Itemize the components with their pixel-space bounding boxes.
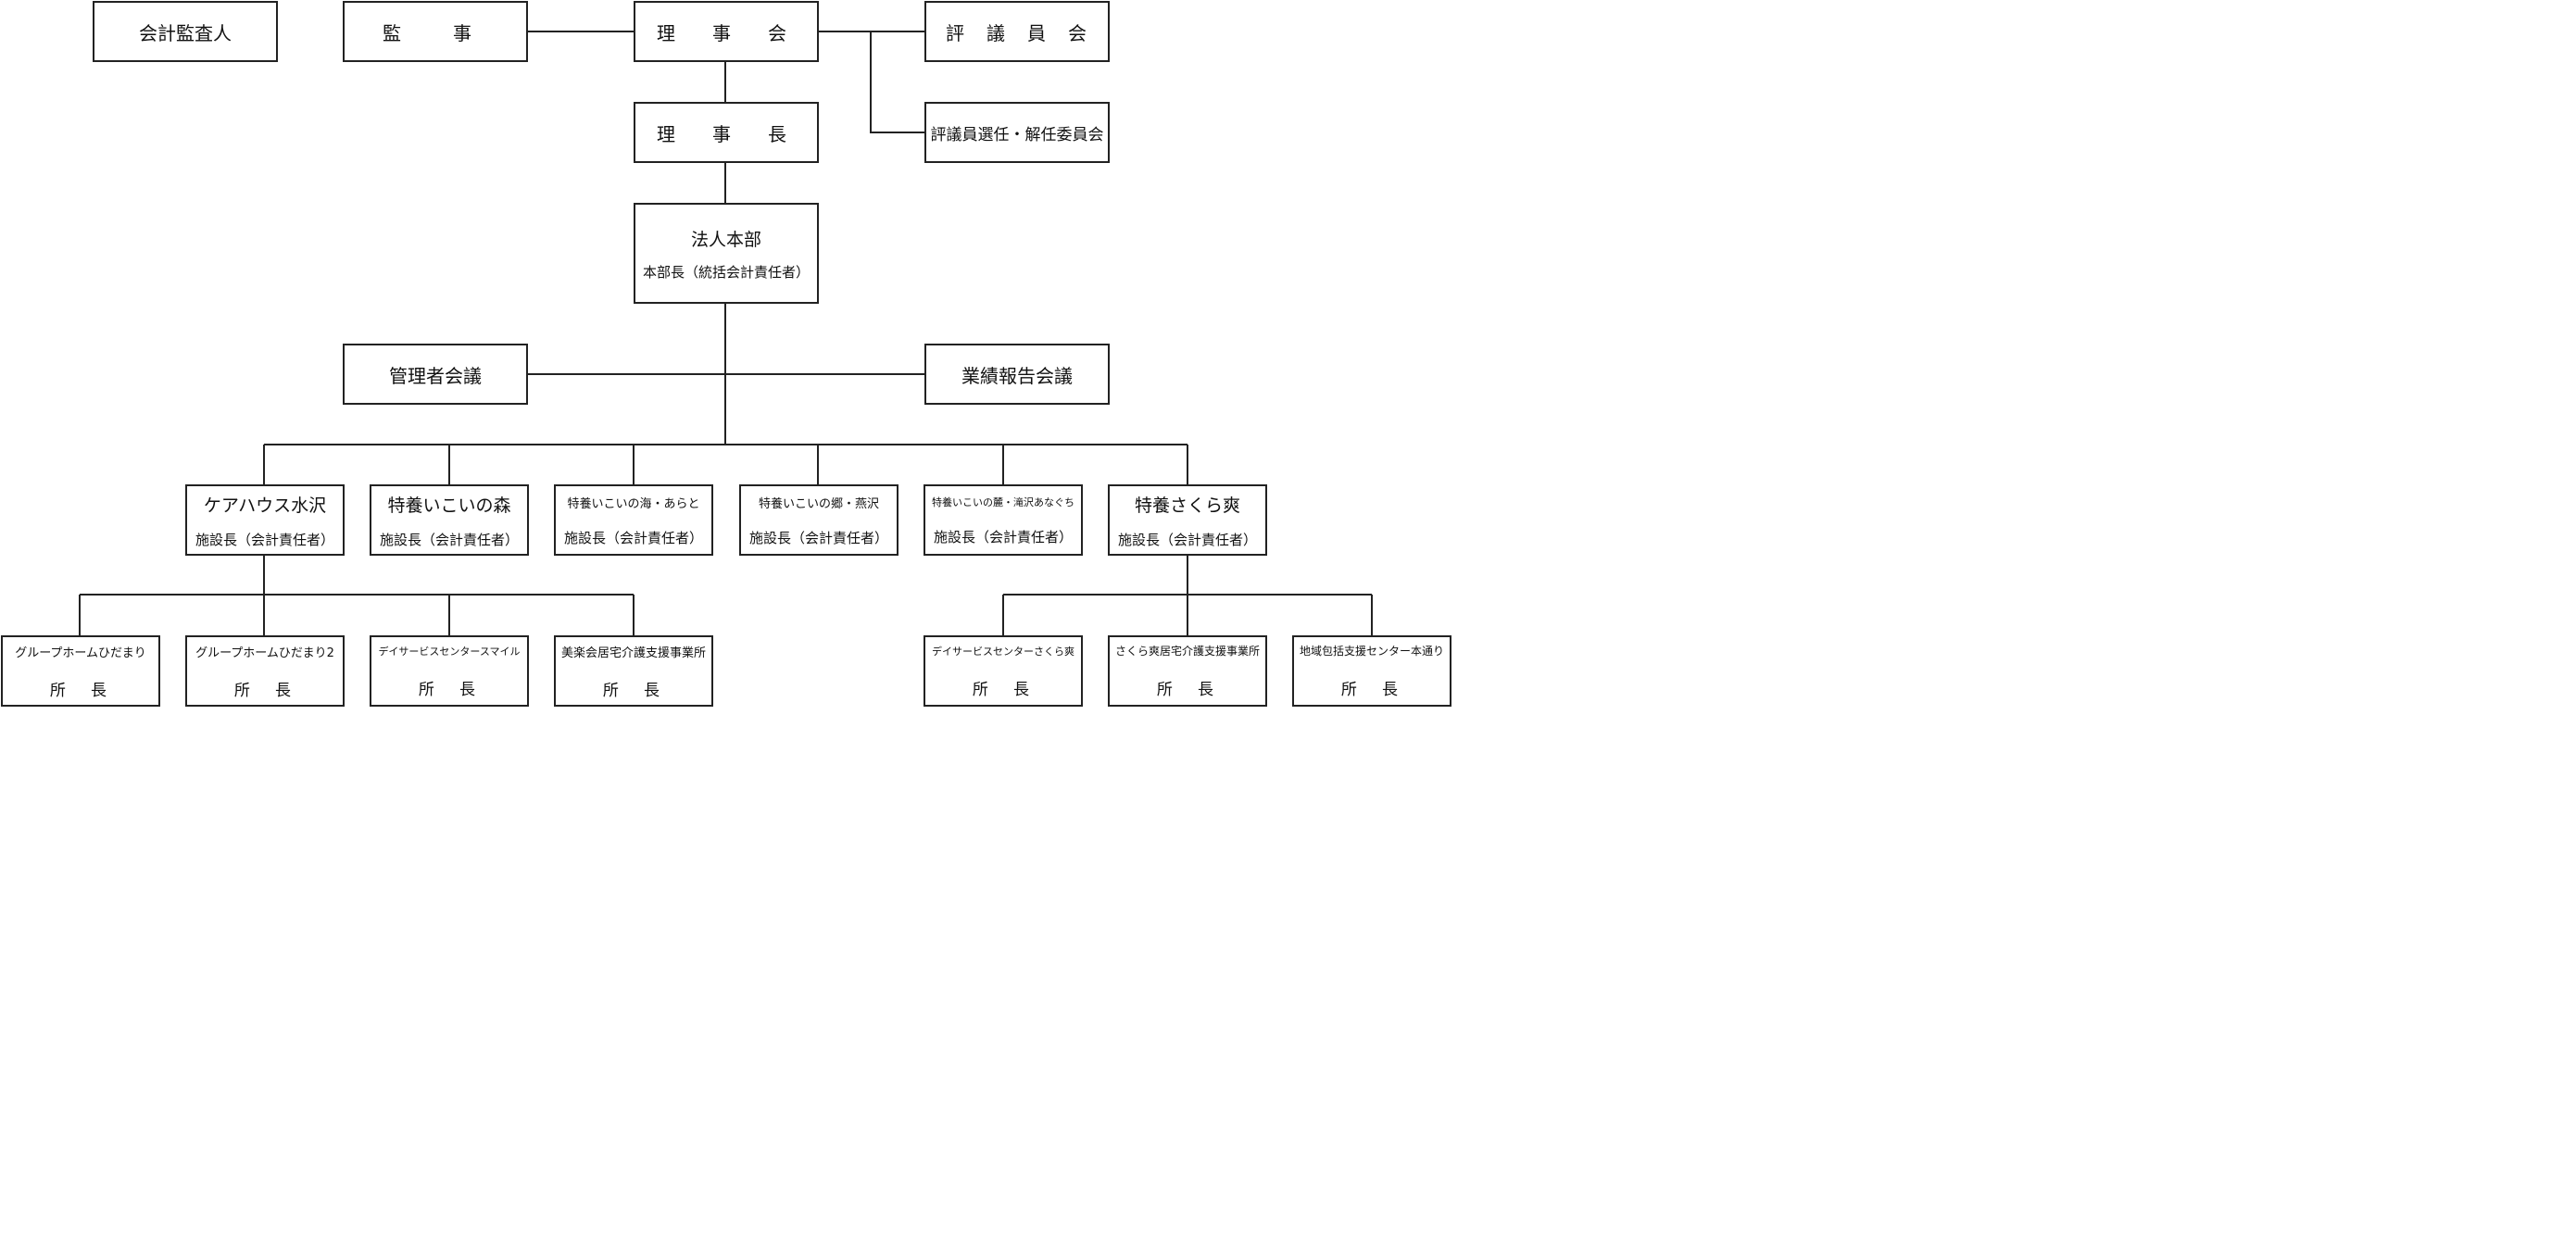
selection-committee-box: 評議員選任・解任委員会 xyxy=(924,102,1110,163)
office-box: さくら爽居宅介護支援事業所 所 長 xyxy=(1108,635,1267,707)
facility-name: 特養いこいの海・あらと xyxy=(567,496,700,511)
facility-box: 特養さくら爽 施設長（会計責任者） xyxy=(1108,484,1267,556)
performance-meeting-label: 業績報告会議 xyxy=(961,364,1073,387)
office-box: 美楽会居宅介護支援事業所 所 長 xyxy=(554,635,713,707)
connector-lines xyxy=(79,31,1373,635)
facility-role: 施設長（会計責任者） xyxy=(1117,531,1257,548)
facility-box: 特養いこいの森 施設長（会計責任者） xyxy=(370,484,529,556)
facility-box: ケアハウス水沢 施設長（会計責任者） xyxy=(185,484,345,556)
office-role: 所 長 xyxy=(233,681,296,700)
office-name: さくら爽居宅介護支援事業所 xyxy=(1114,645,1260,658)
office-role: 所 長 xyxy=(1340,681,1403,699)
office-role: 所 長 xyxy=(49,681,112,700)
facility-role: 施設長（会計責任者） xyxy=(748,529,888,546)
managers-meeting-box: 管理者会議 xyxy=(343,344,528,405)
facility-name: 特養いこいの森 xyxy=(387,495,511,516)
auditor-box: 会計監査人 xyxy=(93,1,278,62)
kanji-box: 監 事 xyxy=(343,1,528,62)
facility-box: 特養いこいの麓・滝沢あなぐち 施設長（会計責任者） xyxy=(924,484,1083,556)
facility-role: 施設長（会計責任者） xyxy=(563,529,703,546)
board-box: 理 事 会 xyxy=(634,1,819,62)
board-label: 理 事 会 xyxy=(657,21,796,44)
councilors-label: 評 議 員 会 xyxy=(946,21,1088,44)
office-box: 地域包括支援センター本通り 所 長 xyxy=(1292,635,1451,707)
office-name: グループホームひだまり xyxy=(15,646,146,660)
facility-role: 施設長（会計責任者） xyxy=(195,531,334,548)
chairman-box: 理 事 長 xyxy=(634,102,819,163)
facility-role: 施設長（会計責任者） xyxy=(379,531,519,548)
office-role: 所 長 xyxy=(418,680,481,699)
office-name: グループホームひだまり2 xyxy=(195,646,334,660)
office-box: グループホームひだまり2 所 長 xyxy=(185,635,345,707)
kanji-label: 監 事 xyxy=(383,21,488,44)
office-box: グループホームひだまり 所 長 xyxy=(1,635,160,707)
facility-name: 特養さくら爽 xyxy=(1134,495,1240,516)
facility-role: 施設長（会計責任者） xyxy=(933,528,1073,545)
performance-meeting-box: 業績報告会議 xyxy=(924,344,1110,405)
office-name: デイサービスセンタースマイル xyxy=(378,645,521,658)
facility-box: 特養いこいの郷・燕沢 施設長（会計責任者） xyxy=(739,484,898,556)
office-name: 美楽会居宅介護支援事業所 xyxy=(560,646,706,660)
hq-role: 本部長（統括会計責任者） xyxy=(642,263,810,281)
line-board-selection xyxy=(870,31,924,133)
facility-name: ケアハウス水沢 xyxy=(203,495,327,516)
hq-box: 法人本部 本部長（統括会計責任者） xyxy=(634,203,819,304)
office-role: 所 長 xyxy=(972,680,1035,699)
hq-name: 法人本部 xyxy=(690,229,761,250)
office-box: デイサービスセンタースマイル 所 長 xyxy=(370,635,529,707)
facility-name: 特養いこいの郷・燕沢 xyxy=(758,496,879,511)
facility-name: 特養いこいの麓・滝沢あなぐち xyxy=(932,495,1074,508)
facility-box: 特養いこいの海・あらと 施設長（会計責任者） xyxy=(554,484,713,556)
councilors-box: 評 議 員 会 xyxy=(924,1,1110,62)
selection-committee-label: 評議員選任・解任委員会 xyxy=(930,125,1104,144)
managers-meeting-label: 管理者会議 xyxy=(389,364,482,387)
office-role: 所 長 xyxy=(602,681,665,700)
chairman-label: 理 事 長 xyxy=(657,122,796,145)
office-name: 地域包括支援センター本通り xyxy=(1299,645,1444,658)
office-box: デイサービスセンターさくら爽 所 長 xyxy=(924,635,1083,707)
office-role: 所 長 xyxy=(1156,681,1219,699)
office-name: デイサービスセンターさくら爽 xyxy=(932,645,1074,658)
auditor-label: 会計監査人 xyxy=(139,21,232,44)
